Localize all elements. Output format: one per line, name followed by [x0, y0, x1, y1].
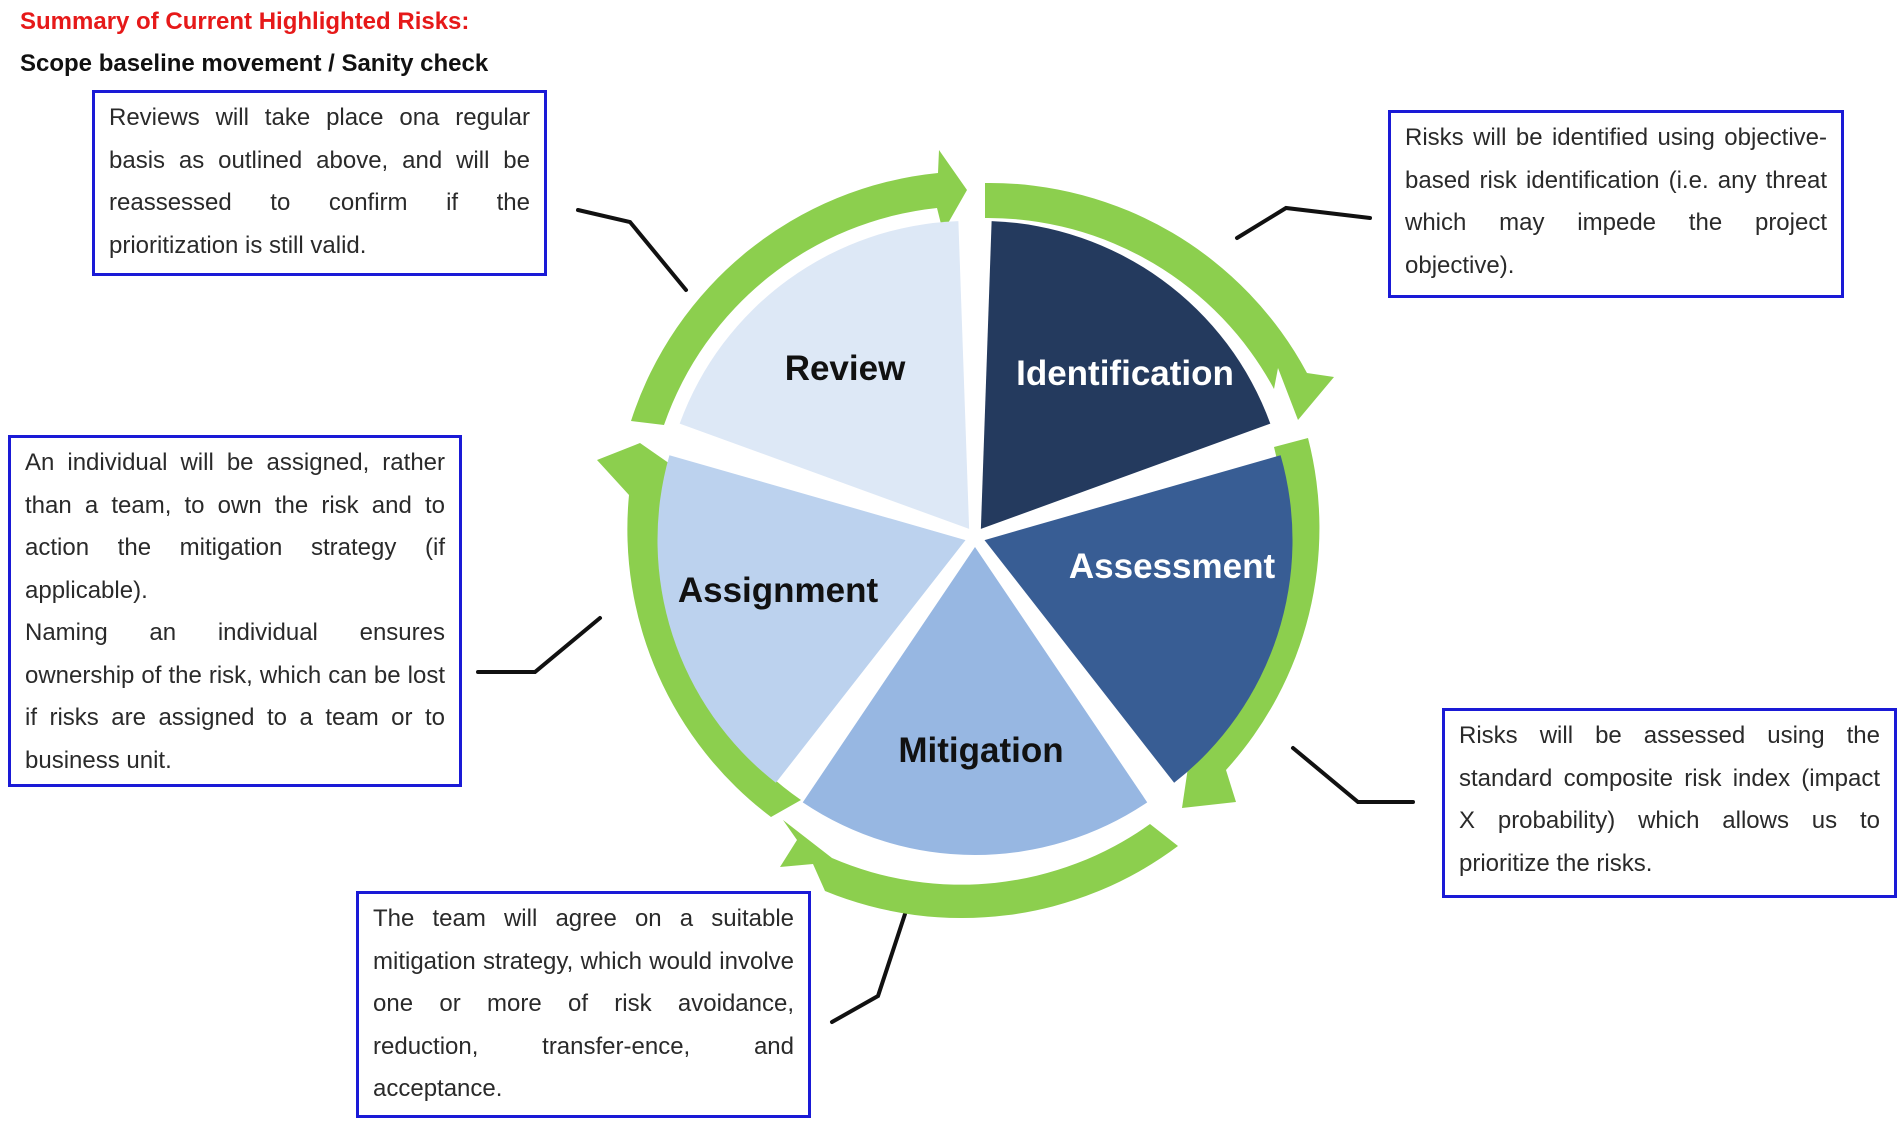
segment-review: [679, 221, 970, 529]
cycle-segment-labels: Identification Assessment Mitigation Ass…: [678, 349, 1276, 770]
note-review-text: Reviews will take place ona regular basi…: [109, 104, 530, 259]
arrow-mitigation: [780, 820, 1178, 919]
connector-assessment: [1291, 746, 1415, 804]
segment-label-identification: Identification: [1016, 354, 1234, 393]
segment-label-mitigation: Mitigation: [898, 731, 1063, 770]
segment-label-assignment: Assignment: [678, 571, 879, 610]
segment-identification: [980, 221, 1271, 529]
note-review: Reviews will take place ona regular basi…: [92, 90, 547, 276]
note-assessment: Risks will be assessed using the standar…: [1442, 708, 1897, 898]
arrow-assignment: [597, 443, 801, 817]
segment-label-review: Review: [785, 349, 906, 388]
note-assignment-text-1: An individual will be assigned, rather t…: [25, 449, 445, 604]
note-identification-text: Risks will be identified using objective…: [1405, 124, 1827, 279]
note-assignment-text-2: Naming an individual ensures ownership o…: [25, 619, 445, 774]
note-mitigation: The team will agree on a suitable mitiga…: [356, 891, 811, 1118]
cycle-segments: [657, 221, 1293, 855]
summary-title: Summary of Current Highlighted Risks:: [20, 8, 470, 35]
connector-identification: [1235, 205, 1372, 240]
segment-assessment: [984, 455, 1293, 783]
segment-assignment: [657, 455, 966, 783]
note-assessment-text: Risks will be assessed using the standar…: [1459, 722, 1880, 877]
note-identification: Risks will be identified using objective…: [1388, 110, 1844, 298]
segment-mitigation: [802, 547, 1148, 855]
arrow-review: [631, 150, 967, 425]
note-assignment: An individual will be assigned, rather t…: [8, 435, 462, 787]
note-mitigation-text: The team will agree on a suitable mitiga…: [373, 905, 794, 1102]
connector-review: [576, 208, 688, 292]
connector-assignment: [476, 616, 602, 674]
segment-label-assessment: Assessment: [1069, 547, 1276, 586]
connector-mitigation: [830, 912, 907, 1024]
summary-subtitle: Scope baseline movement / Sanity check: [20, 50, 489, 77]
arrow-identification: [985, 182, 1334, 420]
